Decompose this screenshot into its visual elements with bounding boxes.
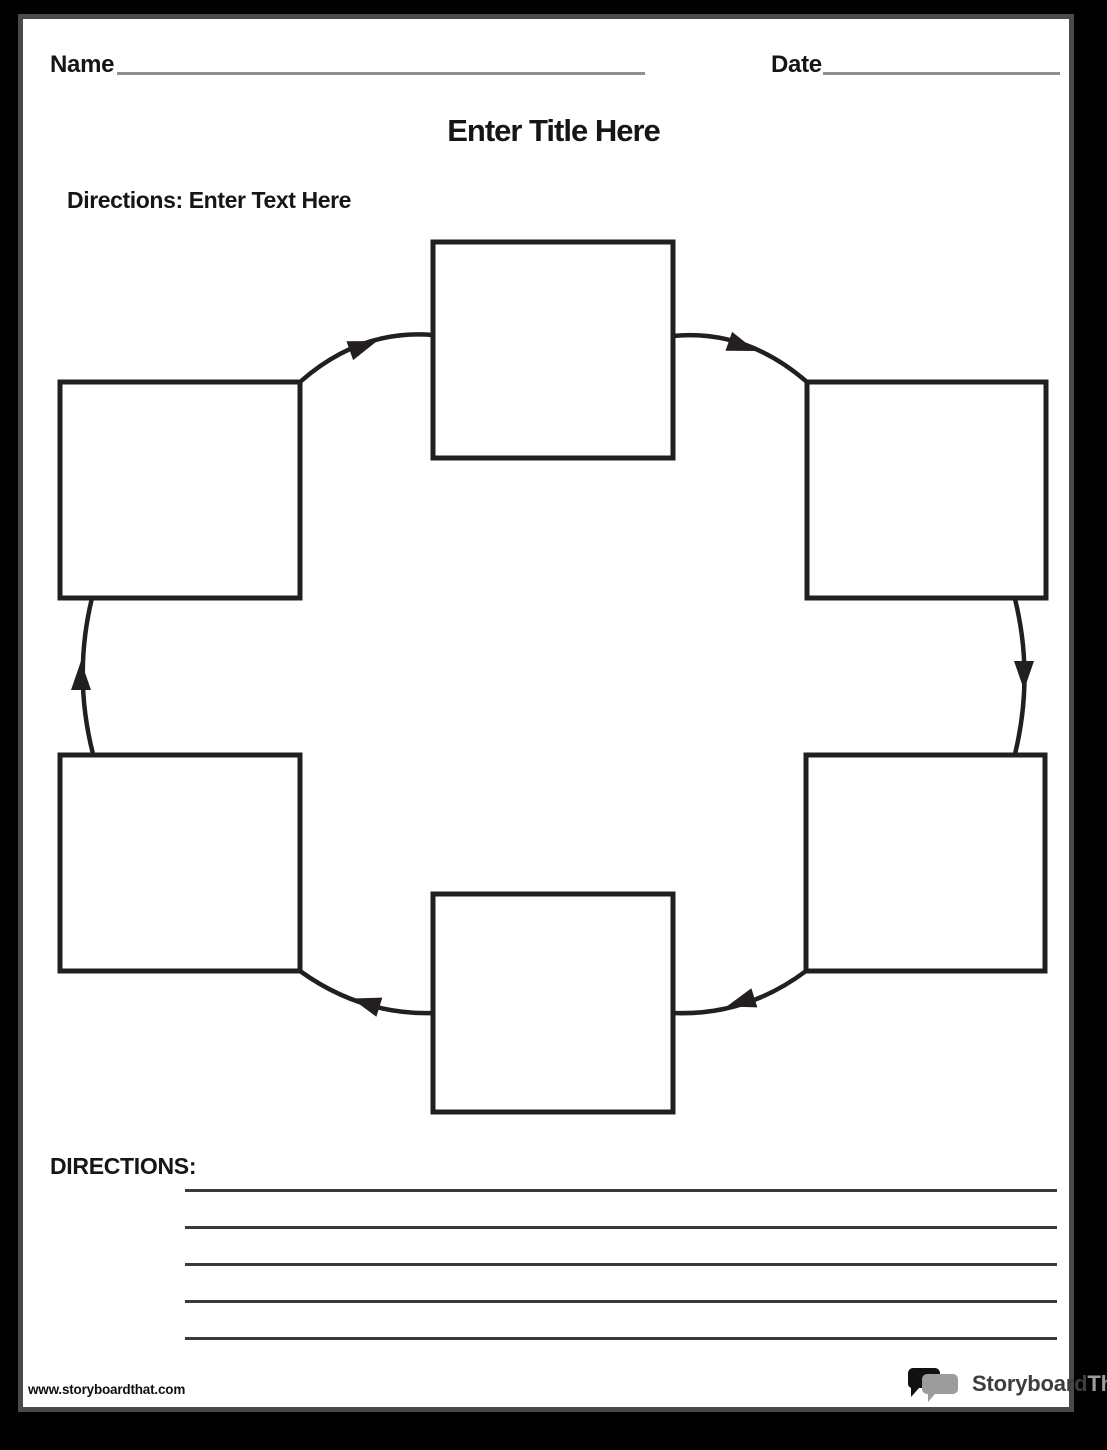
date-label: Date <box>771 51 822 78</box>
name-blank-line[interactable] <box>117 72 645 75</box>
footer-url: www.storyboardthat.com <box>28 1382 186 1397</box>
writing-line[interactable] <box>185 1226 1057 1229</box>
cycle-box-upper-right[interactable] <box>804 379 1049 601</box>
date-blank-line[interactable] <box>823 72 1060 75</box>
cycle-arrowheads <box>71 331 1034 1017</box>
directions-section-label: DIRECTIONS: <box>50 1153 197 1179</box>
arrowhead-to-top <box>346 340 378 361</box>
page-title: Enter Title Here <box>447 113 661 148</box>
logo-text-storyboard: Storyboard <box>972 1371 1088 1396</box>
cycle-box-top-center[interactable] <box>430 239 676 461</box>
logo-text-that: That <box>1087 1371 1107 1396</box>
arrowhead-to-upperright <box>725 331 757 352</box>
arrowhead-to-upperleft <box>71 661 91 690</box>
logo-text: StoryboardThat <box>972 1371 1107 1397</box>
cycle-box-upper-left[interactable] <box>57 379 303 601</box>
writing-line[interactable] <box>185 1263 1057 1266</box>
arc-lowerright-to-bottom <box>672 969 808 1016</box>
writing-line[interactable] <box>185 1300 1057 1303</box>
name-label: Name <box>50 51 115 78</box>
cycle-box-lower-left[interactable] <box>57 752 303 974</box>
storyboardthat-logo: StoryboardThat <box>905 1365 1107 1403</box>
directions-placeholder: Directions: Enter Text Here <box>67 187 352 213</box>
cycle-box-lower-right[interactable] <box>803 752 1048 974</box>
writing-line[interactable] <box>185 1337 1057 1340</box>
writing-line[interactable] <box>185 1189 1057 1192</box>
arrowhead-to-lowerleft <box>351 997 383 1017</box>
cycle-box-bottom-center[interactable] <box>430 891 676 1115</box>
arrowhead-to-lowerright <box>1014 661 1034 690</box>
speech-bubbles-icon <box>907 1368 958 1402</box>
arrowhead-to-bottom <box>726 988 758 1008</box>
cycle-boxes <box>57 239 1049 1115</box>
